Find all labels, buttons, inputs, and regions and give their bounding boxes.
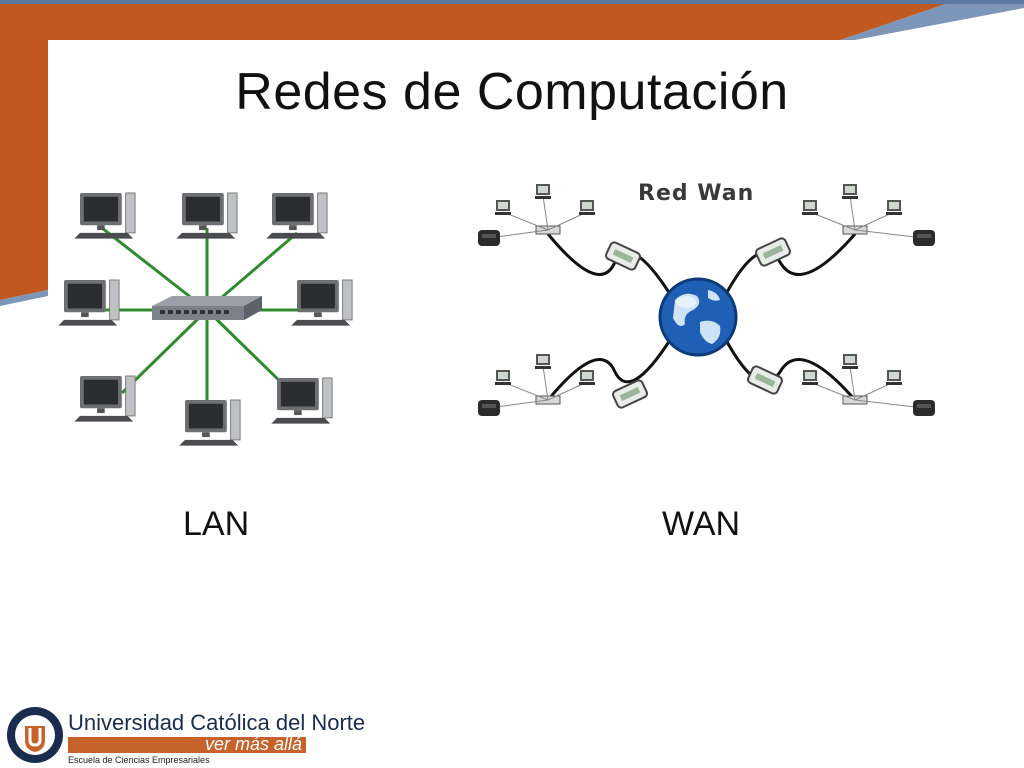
computer-icon [179,399,241,446]
wan-image-label: Red Wan [638,181,754,206]
university-seal-icon [7,707,63,763]
computer-icon [74,375,136,422]
lan-caption: LAN [183,505,250,543]
computer-icon [266,192,328,239]
computer-icon [535,184,551,199]
computer-icon [74,192,136,239]
computer-icon [579,200,595,215]
computer-icon [535,354,551,369]
computer-icon [802,370,818,385]
computer-icon [579,370,595,385]
computer-icon [842,354,858,369]
router-icon [605,241,641,271]
computer-icon [886,200,902,215]
wan-diagram: Red Wan [478,181,935,416]
globe-icon [658,277,738,357]
motto-band: ver más allá [68,734,306,754]
header-band [0,0,1024,306]
computer-icon [291,279,353,326]
university-name: Universidad Católica del Norte [68,710,366,735]
printer-icon [478,230,500,246]
printer-icon [913,400,935,416]
school-name: Escuela de Ciencias Empresariales [68,755,210,765]
printer-icon [913,230,935,246]
computer-icon [802,200,818,215]
slide-title: Redes de Computación [235,63,789,121]
computer-icon [176,192,238,239]
wan-caption: WAN [662,505,741,543]
router-icon [755,237,791,267]
motto: ver más allá [204,734,302,754]
lan-diagram [58,192,353,446]
computer-icon [271,377,333,424]
computer-icon [886,370,902,385]
computer-icon [495,370,511,385]
lan-switch [152,296,262,320]
router-icon [612,379,648,409]
computer-icon [842,184,858,199]
computer-icon [495,200,511,215]
router-icon [747,365,783,395]
computer-icon [58,279,120,326]
printer-icon [478,400,500,416]
